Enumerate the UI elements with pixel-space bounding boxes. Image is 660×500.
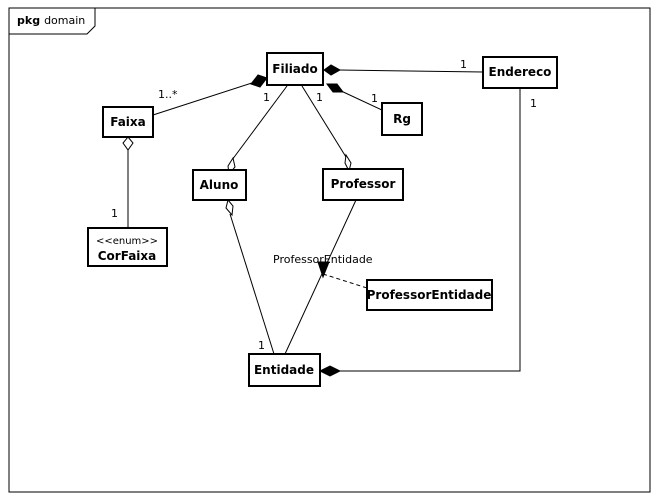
connectors [127,69,521,372]
assoc-filiado-endereco [338,69,484,73]
assoc-aluno-entidade [229,213,275,355]
assoc-filiado-aluno [231,85,288,161]
assoc-professor-entidade [284,199,357,355]
mult-filiado-professor: 1 [316,91,323,104]
class-faixa-name: Faixa [110,115,146,129]
composite-diamond-entidade [318,365,342,377]
class-corfaixa[interactable]: <<enum>> CorFaixa [87,227,168,267]
package-name: domain [44,14,85,27]
assoc-endereco-entidade [339,89,521,372]
class-filiado[interactable]: Filiado [266,52,324,86]
assoc-faixa-filiado [152,81,256,116]
package-keyword: pkg [17,14,40,27]
class-entidade-name: Entidade [254,363,314,377]
aggregation-diamond-faixa [122,136,134,151]
assoc-filiado-rg [338,89,383,111]
class-endereco-name: Endereco [489,65,552,79]
mult-corfaixa: 1 [111,207,118,220]
class-professor[interactable]: Professor [322,168,404,201]
adornments [122,64,352,377]
class-corfaixa-stereotype: <<enum>> [96,236,158,247]
class-professorentidade-name: ProfessorEntidade [367,288,492,302]
class-corfaixa-name: CorFaixa [98,249,157,263]
mult-rg: 1 [371,92,378,105]
class-endereco[interactable]: Endereco [482,56,558,89]
class-faixa[interactable]: Faixa [102,106,154,138]
class-aluno-name: Aluno [200,178,239,192]
package-tab [9,8,96,35]
class-professor-name: Professor [331,177,396,191]
mult-filiado-faixa: 1 [263,91,270,104]
class-aluno[interactable]: Aluno [192,169,247,201]
composite-diamond-filiado-rg [326,83,344,93]
class-rg-name: Rg [393,112,411,126]
assoc-filiado-professor [301,85,347,158]
aggregation-diamond-aluno-entidade [225,198,234,217]
package-frame [8,7,651,493]
navigation-arrow [317,261,330,279]
class-filiado-name: Filiado [272,62,317,76]
composite-diamond-filiado-faixa [250,74,268,88]
association-label-professorentidade: ProfessorEntidade [273,253,373,266]
mult-endereco-entidade: 1 [530,97,537,110]
association-class-link [322,273,368,289]
package-title: pkg domain [17,14,85,27]
mult-entidade: 1 [258,339,265,352]
composite-diamond-filiado-endereco [323,64,342,76]
aggregation-diamond-professor [344,153,352,173]
class-entidade[interactable]: Entidade [248,353,321,387]
mult-endereco-filiado: 1 [460,58,467,71]
mult-faixa: 1..* [158,88,178,101]
class-professorentidade[interactable]: ProfessorEntidade [366,279,493,311]
class-rg[interactable]: Rg [381,102,423,136]
